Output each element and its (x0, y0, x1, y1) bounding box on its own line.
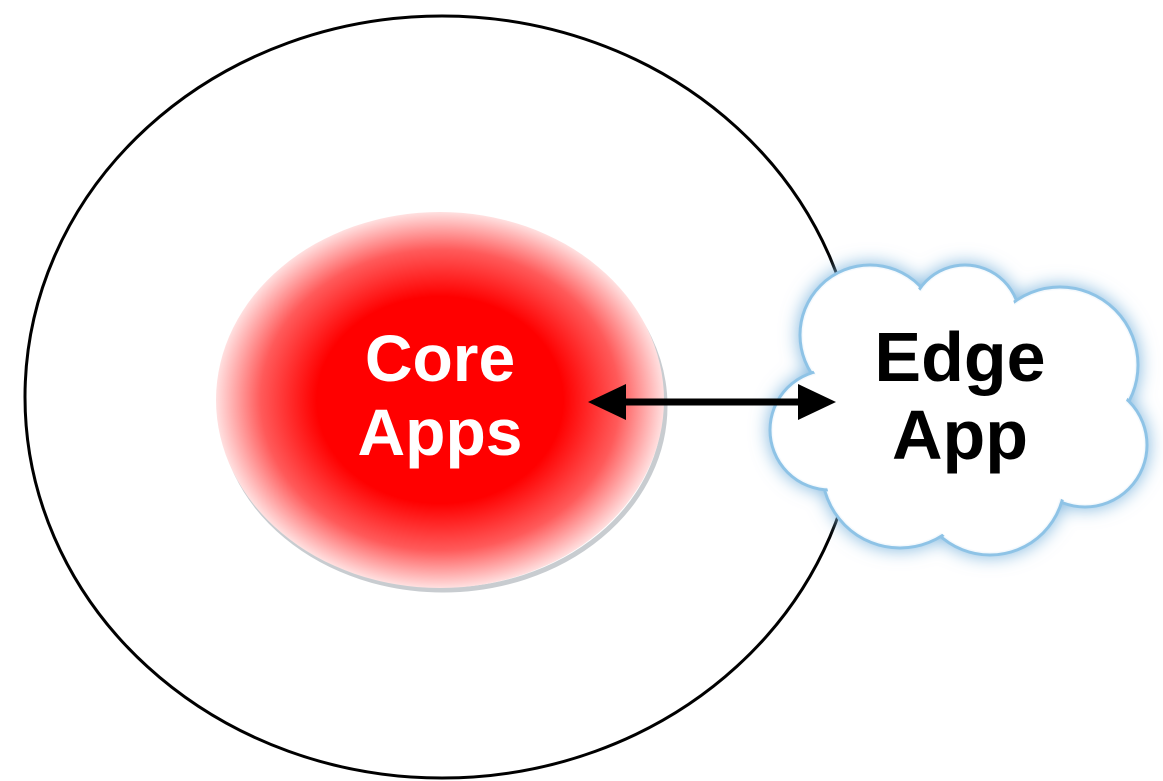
core-label-line1: Core (364, 321, 516, 395)
core-apps-label: Core Apps (340, 321, 540, 470)
connector-arrowhead-left (588, 384, 626, 420)
connector-arrowhead-right (798, 384, 836, 420)
edge-app-label: Edge App (855, 318, 1065, 475)
edge-label-line1: Edge (874, 318, 1046, 396)
core-label-line2: Apps (357, 394, 523, 469)
core-apps-blob (216, 212, 664, 588)
edge-label-line2: App (891, 396, 1029, 475)
core-edge-connector (588, 384, 836, 420)
